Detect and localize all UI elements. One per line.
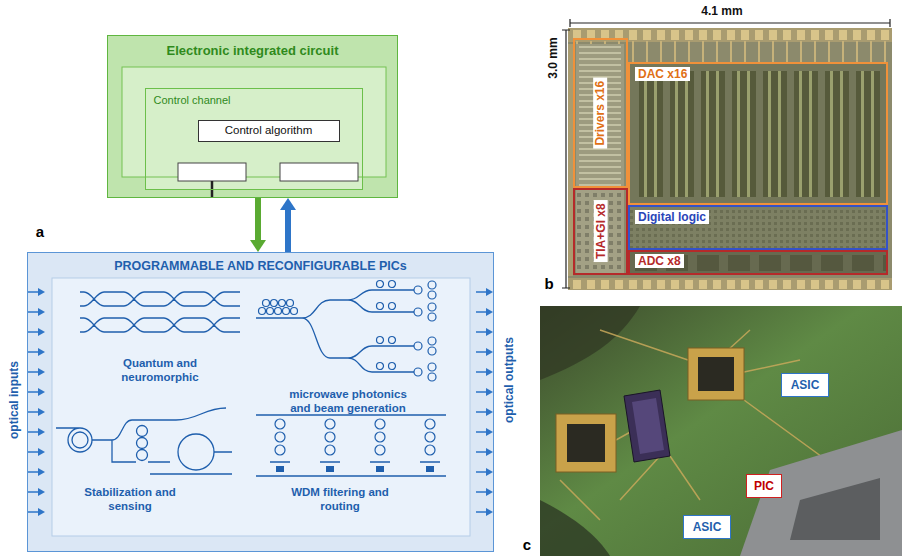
asic-package	[556, 414, 616, 472]
panel-letter: b	[544, 275, 553, 293]
mzi-mesh	[80, 292, 240, 332]
blur-shadow	[540, 306, 640, 380]
node-text: ASIC	[791, 378, 820, 392]
node-text: DAC x16	[635, 67, 690, 81]
io-block	[178, 163, 246, 181]
ic-box: Electronic integrated circuitControl cha…	[107, 35, 398, 198]
adc-block: ADC x8	[628, 250, 888, 275]
pad-row	[568, 279, 892, 290]
node-text: TIA+GI x8	[593, 201, 607, 263]
node-text: Control algorithm	[225, 124, 313, 138]
tia-area	[576, 190, 624, 274]
tia-cells	[576, 190, 624, 274]
asic-die	[567, 424, 605, 462]
signal-arrow	[255, 198, 261, 240]
channel-outline	[122, 67, 386, 177]
io-block	[280, 163, 358, 181]
asic-die	[698, 357, 734, 391]
node-text: Electronic integrated circuit	[167, 43, 339, 59]
sensing-rings	[137, 426, 215, 470]
driver-cells	[576, 44, 624, 186]
panel-letter: a	[36, 223, 44, 241]
input-port-stems	[28, 292, 38, 512]
dac-columns	[636, 66, 884, 202]
metal-fixture-hole	[790, 478, 880, 540]
dac-block: DAC x16	[628, 62, 888, 205]
wdm-buses	[256, 415, 446, 476]
ring-resonators	[259, 281, 396, 370]
ic-fill	[107, 35, 398, 198]
node-text: Digital logic	[635, 210, 709, 224]
width-dimension	[570, 19, 890, 27]
panel-letter: c	[523, 536, 531, 554]
height-dimension	[562, 30, 570, 288]
function-caption: Stabilization and sensing	[80, 486, 180, 514]
pad-ring	[568, 278, 892, 290]
asic-package	[688, 348, 744, 400]
asic-tag: ASIC	[683, 515, 731, 539]
algorithm-box: Control algorithm	[198, 120, 340, 142]
node-text: ADC x8	[635, 254, 684, 268]
adc-cells	[632, 252, 886, 274]
antenna-rings	[414, 281, 436, 381]
tia-block: TIA+GI x8	[573, 188, 628, 275]
pic-tag: PIC	[746, 474, 782, 498]
dimension-label: 4.1 mm	[701, 4, 742, 18]
input-port-heads	[38, 288, 45, 516]
driver-area	[576, 44, 624, 186]
port-label: optical outputs	[502, 337, 516, 423]
pic-chip	[624, 390, 670, 462]
drivers-block: Drivers x16	[573, 38, 628, 188]
channel-fill	[145, 88, 363, 190]
pic-inner-panel	[52, 278, 470, 536]
node-text: PIC	[754, 479, 774, 493]
dac-area	[630, 64, 886, 203]
pic-surface	[632, 398, 664, 454]
node-text: PROGRAMMABLE AND RECONFIGURABLE PICs	[114, 259, 407, 274]
pcb-photo	[540, 306, 902, 556]
metal-fixture	[740, 430, 902, 556]
die-photo	[568, 28, 892, 290]
function-caption: Quantum and neuromorphic	[110, 357, 210, 385]
wdm-rings	[275, 419, 435, 455]
node-text: Control channel	[154, 94, 231, 107]
pic-fill	[27, 252, 494, 552]
adc-area	[630, 252, 886, 274]
pic-box: PROGRAMMABLE AND RECONFIGURABLE PICs	[27, 252, 494, 552]
sensing-circuit	[56, 408, 232, 474]
node-text: ASIC	[693, 520, 722, 534]
wdm-detectors	[276, 466, 434, 472]
logic-area	[630, 207, 886, 248]
asic-tag: ASIC	[781, 373, 829, 397]
dimension-label: 3.0 mm	[546, 37, 560, 78]
port-label: optical inputs	[7, 361, 21, 439]
function-caption: WDM filtering and routing	[288, 486, 393, 514]
output-port-heads	[486, 288, 493, 516]
function-caption: microwave photonics and beam generation	[279, 388, 417, 416]
signal-arrow	[285, 210, 291, 252]
logic-block: Digital logic	[628, 205, 888, 250]
node-text: Drivers x16	[593, 78, 607, 149]
channel-box: Control channelControl algorithm	[145, 88, 363, 190]
logic-cells	[630, 207, 886, 248]
io-wire	[211, 181, 214, 198]
output-port-stems	[476, 292, 486, 512]
blur-foreground	[540, 500, 610, 556]
